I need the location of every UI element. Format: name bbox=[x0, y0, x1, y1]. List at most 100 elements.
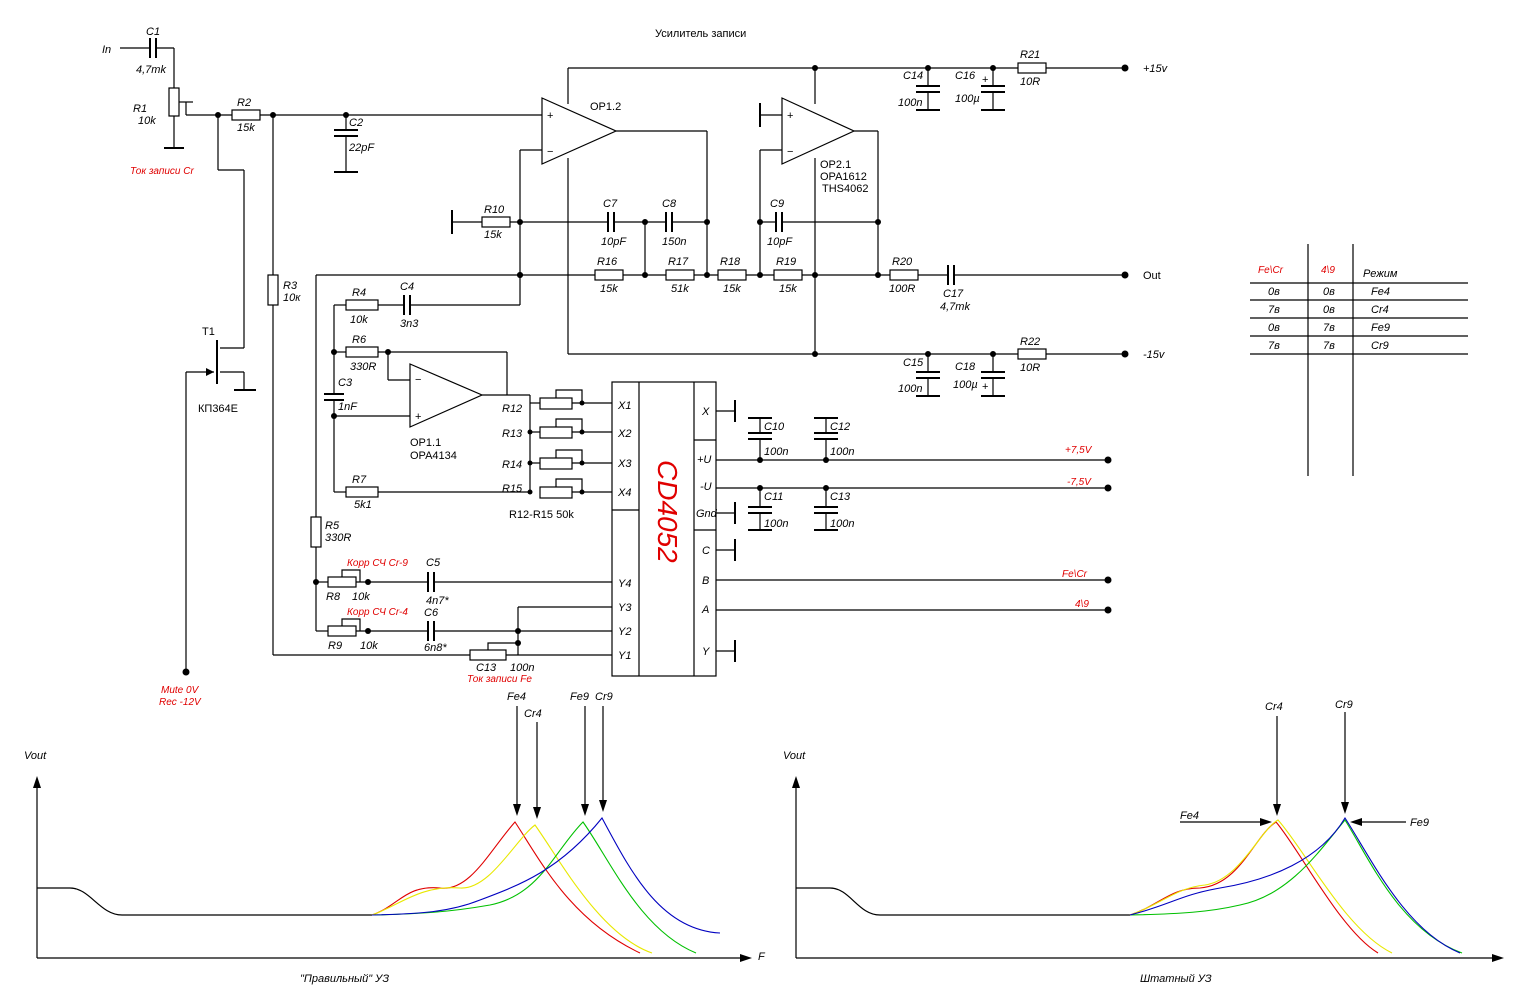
pin-c: C bbox=[702, 545, 710, 557]
pin-y1: Y1 bbox=[618, 650, 631, 662]
table-cell: Fe4 bbox=[1371, 286, 1390, 298]
pin-x2: X2 bbox=[617, 428, 631, 440]
c1-ref: C1 bbox=[146, 26, 160, 38]
r17-ref: R17 bbox=[668, 256, 689, 268]
table-cell: 7в bbox=[1268, 304, 1280, 316]
c2-ref: C2 bbox=[349, 117, 363, 129]
curve-cr4-right bbox=[1129, 819, 1393, 954]
c2-val: 22pF bbox=[348, 142, 375, 154]
curve-fe9-right bbox=[1129, 819, 1463, 954]
op21-b: OPA1612 bbox=[820, 171, 867, 183]
op12-label: OP1.2 bbox=[590, 101, 621, 113]
curve-cr9-right bbox=[1129, 816, 1461, 954]
m75-label: -7,5V bbox=[1067, 477, 1092, 488]
c7-val: 10pF bbox=[601, 236, 627, 248]
pin-y: Y bbox=[702, 646, 710, 658]
r12-ref: R12 bbox=[502, 403, 522, 415]
r18-val: 15k bbox=[723, 283, 741, 295]
curve-fe4-right bbox=[1129, 821, 1379, 954]
cd4052-chip: CD4052 X1 X2 X3 X4 Y4 Y3 Y2 Y1 X +U -U G… bbox=[611, 381, 1112, 677]
c8-val: 150n bbox=[662, 236, 686, 248]
pin-plus-u: +U bbox=[697, 454, 711, 466]
r3-ref: R3 bbox=[283, 280, 298, 292]
in-label: In bbox=[102, 44, 111, 56]
c16-val: 100µ bbox=[955, 93, 980, 105]
graph-left-xlabel: F bbox=[758, 951, 766, 963]
page-title: Усилитель записи bbox=[655, 28, 746, 40]
r14-ref: R14 bbox=[502, 459, 522, 471]
r16-ref: R16 bbox=[597, 256, 618, 268]
pin-x3: X3 bbox=[617, 458, 632, 470]
c18-ref: C18 bbox=[955, 361, 976, 373]
c14-val: 100n bbox=[898, 97, 922, 109]
r22-ref: R22 bbox=[1020, 336, 1040, 348]
graph-right-ylabel: Vout bbox=[783, 750, 806, 762]
table-cell: 0в bbox=[1323, 304, 1335, 316]
c16-ref: C16 bbox=[955, 70, 976, 82]
c6-val: 6n8* bbox=[424, 642, 447, 654]
pin-y3: Y3 bbox=[618, 602, 632, 614]
peak-fe4-right: Fe4 bbox=[1180, 810, 1199, 822]
graph-right-caption: Штатный УЗ bbox=[1140, 973, 1212, 985]
rec-label: Rec -12V bbox=[159, 697, 202, 708]
r12-15-label: R12-R15 50k bbox=[509, 509, 574, 521]
r10-ref: R10 bbox=[484, 204, 505, 216]
pin-x4: X4 bbox=[617, 487, 631, 499]
r17-val: 51k bbox=[671, 283, 689, 295]
op11-b: OPA4134 bbox=[410, 450, 457, 462]
peak-fe9-right: Fe9 bbox=[1410, 817, 1429, 829]
p75-label: +7,5V bbox=[1065, 445, 1093, 456]
fecr-line-label: Fe\Cr bbox=[1062, 569, 1088, 580]
table-cell: 0в bbox=[1323, 286, 1335, 298]
r19-val: 15k bbox=[779, 283, 797, 295]
pin-a: A bbox=[701, 604, 709, 616]
curve-cr4 bbox=[371, 824, 653, 954]
r6-val: 330R bbox=[350, 361, 376, 373]
r5-ref: R4 bbox=[352, 287, 366, 299]
table-cell: Fe9 bbox=[1371, 322, 1390, 334]
peak-fe9-left: Fe9 bbox=[570, 691, 589, 703]
c18-val: 100µ bbox=[953, 379, 978, 391]
c6-ref: C6 bbox=[424, 607, 439, 619]
table-head-fecr: Fe\Cr bbox=[1258, 265, 1284, 276]
n49-line-label: 4\9 bbox=[1075, 599, 1089, 610]
op21-a: OP2.1 bbox=[820, 159, 851, 171]
r9-ref: R9 bbox=[328, 640, 342, 652]
pin-y4: Y4 bbox=[618, 578, 631, 590]
r21-ref: R21 bbox=[1020, 49, 1040, 61]
c15-val: 100n bbox=[898, 383, 922, 395]
p15-label: +15v bbox=[1143, 63, 1169, 75]
pin-y2: Y2 bbox=[618, 626, 631, 638]
c11-val: 100n bbox=[764, 518, 788, 530]
table-cell: Cr9 bbox=[1371, 340, 1389, 352]
c15-ref: C15 bbox=[903, 357, 924, 369]
table-cell: Cr4 bbox=[1371, 304, 1389, 316]
t1-type: КП364Е bbox=[198, 403, 238, 415]
tok-cr-label: Ток записи Cr bbox=[130, 166, 194, 177]
r3-val: 10к bbox=[283, 292, 301, 304]
out-label: Out bbox=[1143, 270, 1161, 282]
graph-left-caption: "Правильный" УЗ bbox=[300, 973, 389, 985]
svg-text:−: − bbox=[547, 146, 553, 158]
c9-val: 10pF bbox=[767, 236, 793, 248]
c12-ref: C12 bbox=[830, 421, 850, 433]
c7-ref: C7 bbox=[603, 198, 618, 210]
svg-text:+: + bbox=[982, 74, 988, 86]
korr9-label: Корр СЧ Cr-9 bbox=[347, 558, 408, 569]
r18-ref: R18 bbox=[720, 256, 741, 268]
r4-ref: R5 bbox=[325, 520, 340, 532]
r19-ref: R19 bbox=[776, 256, 796, 268]
correction-section: C4 3n3 R4 10k R6 330R C3 1nF − + OP1.1 O… bbox=[310, 272, 612, 685]
r8-val: 10k bbox=[352, 591, 370, 603]
c10-val: 100n bbox=[764, 446, 788, 458]
table-cell: 0в bbox=[1268, 286, 1280, 298]
svg-text:−: − bbox=[787, 146, 793, 158]
r1-val: 10k bbox=[138, 115, 156, 127]
c17-ref: C17 bbox=[943, 288, 964, 300]
peak-cr9-left: Cr9 bbox=[595, 691, 613, 703]
c12-val: 100n bbox=[830, 446, 854, 458]
r11-val: 100n bbox=[510, 662, 534, 674]
chip-label: CD4052 bbox=[652, 460, 683, 563]
c5-val: 4n7* bbox=[426, 595, 449, 607]
